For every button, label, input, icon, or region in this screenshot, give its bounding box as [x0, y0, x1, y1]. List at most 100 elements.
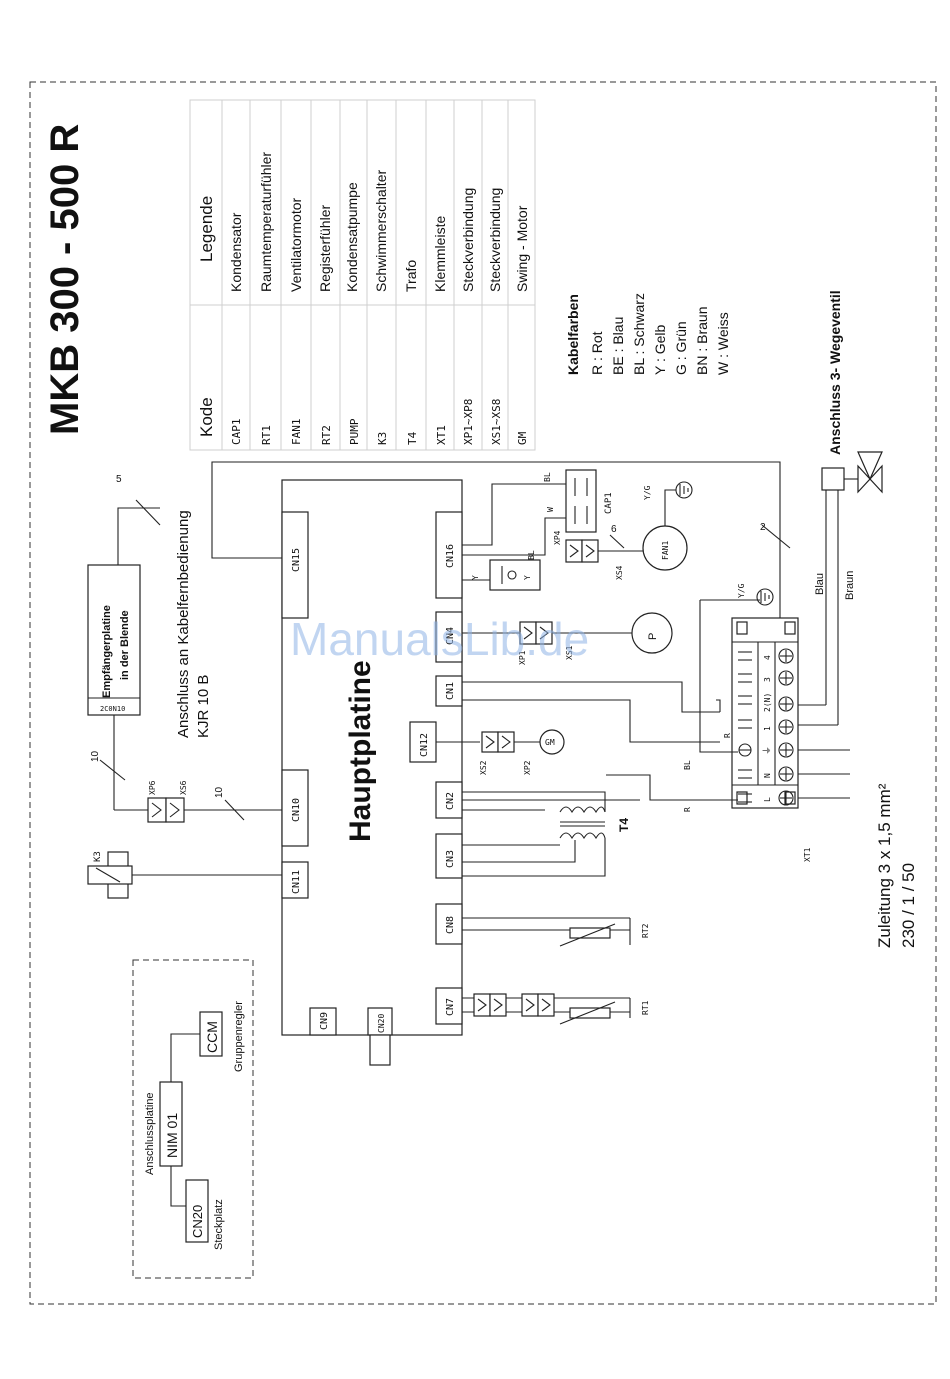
rt1-label: RT1 [641, 1000, 650, 1015]
svg-text:1: 1 [763, 726, 772, 731]
supply-line1: Zuleitung 3 x 1,5 mm² [875, 783, 894, 948]
cable-colors-title: Kabelfarben [565, 294, 581, 375]
legend-code: PUMP [348, 418, 361, 445]
cn20-label: CN20 [190, 1205, 205, 1238]
legend-table: Kode Legende CAP1 Kondensator RT1 Raumte… [189, 99, 536, 451]
legend-code: XT1 [435, 425, 448, 445]
plug-xp6-xs6: XP6 XS6 10 10 [90, 715, 282, 823]
xp4-label: XP4 [553, 530, 562, 545]
legend-label: Kondensatpumpe [344, 182, 360, 292]
swing-motor-section: GM XS2 XP2 [436, 729, 565, 775]
legend-code: RT1 [260, 425, 273, 445]
cable-color-item: BL : Schwarz [631, 293, 647, 375]
valve-label: Anschluss 3- Wegeventil [827, 290, 843, 455]
cable-color-item: BE : Blau [610, 317, 626, 375]
legend-label: Klemmleiste [432, 216, 448, 292]
wire-number: 2 [760, 522, 766, 533]
svg-text:4: 4 [763, 655, 772, 660]
outer-frame [29, 81, 937, 1305]
ground-icon [675, 481, 693, 499]
xp6-label: XP6 [148, 780, 157, 795]
ccm-label: CCM [204, 1021, 220, 1053]
ccm-title: Gruppenregler [233, 1001, 245, 1072]
wire-label-blau: Blau [814, 573, 826, 595]
terminal-row: 1 [738, 719, 794, 735]
connector-cn15 [281, 511, 309, 619]
wire-number: 10 [214, 786, 225, 798]
legend-code: T4 [406, 431, 419, 445]
connector-label: CN11 [291, 870, 302, 894]
gm-motor [539, 729, 565, 755]
wire-label: BL [543, 472, 552, 482]
xs2-label: XS2 [479, 760, 488, 775]
gm-label: GM [545, 738, 555, 747]
wire-label: Y [523, 575, 532, 580]
sensor-rt1: RT1 [462, 993, 650, 1025]
terminal-row: 4 [738, 648, 794, 664]
terminal-row: 2(N) [738, 693, 794, 712]
terminal-row: N [738, 766, 794, 782]
float-switch-k3: K3 [87, 851, 282, 899]
connector-label: CN3 [445, 850, 456, 868]
connector-cn3 [435, 833, 463, 879]
terminal-row: ⏚ [738, 742, 794, 758]
xs1-label: XS1 [565, 645, 574, 660]
connector-cn11 [281, 861, 309, 899]
legend-label: Swing - Motor [514, 205, 530, 292]
legend-label: Steckverbindung [460, 188, 476, 292]
xs6-label: XS6 [179, 780, 188, 795]
connector-label: CN15 [291, 548, 302, 572]
legend-code: CAP1 [230, 419, 243, 446]
legend-code: FAN1 [290, 419, 303, 446]
connector-cn7 [435, 987, 463, 1025]
yg-label: Y/G [643, 485, 652, 500]
legend-label: Trafo [403, 260, 419, 292]
connector-label: CN4 [445, 627, 456, 645]
ground-icon [756, 588, 774, 606]
legend-label: Ventilatormotor [288, 198, 304, 292]
connector-label: CN7 [445, 998, 456, 1016]
cable-color-item: Y : Gelb [652, 324, 668, 375]
nim-label: NIM 01 [164, 1113, 180, 1158]
wire-label: BL [683, 760, 692, 770]
legend-label: Registerfühler [317, 205, 333, 292]
pump-label: P [647, 633, 659, 640]
legend-label: Schwimmerschalter [373, 170, 389, 292]
connector-cn2 [435, 781, 463, 819]
connector-label: CN10 [291, 798, 302, 822]
connector-cn10 [281, 769, 309, 847]
wire-number: 10 [90, 750, 101, 762]
wire-label: W [546, 507, 555, 512]
connector-cn4 [435, 611, 463, 663]
cap1-label: CAP1 [604, 492, 614, 514]
wire-label: BL [527, 550, 536, 560]
legend-label: Steckverbindung [487, 188, 503, 292]
terminal-block-xt1: 4 3 2(N) 1 ⏚ N L [462, 583, 850, 862]
cable-colors: Kabelfarben R : Rot BE : Blau BL : Schwa… [565, 293, 731, 375]
receiver-board: Empfängerplatine in der Blende 2C0N10 5 [87, 474, 161, 716]
sensor-rt2: RT2 [462, 917, 650, 947]
wire-label: R [723, 733, 732, 738]
svg-text:N: N [763, 773, 772, 778]
wire-label: R [683, 807, 692, 812]
legend-code: XS1~XS8 [490, 399, 503, 445]
connector-label: CN12 [419, 733, 430, 757]
wire-number: 6 [611, 524, 617, 535]
remote-line2: KJR 10 B [195, 675, 212, 738]
remote-line1: Anschluss an Kabelfernbedienung [175, 510, 192, 738]
connector-cn8 [435, 903, 463, 945]
three-way-valve: Anschluss 3- Wegeventil Blau Braun [795, 290, 883, 726]
xt1-label: XT1 [803, 847, 812, 862]
legend-code: K3 [376, 432, 389, 445]
svg-text:2(N): 2(N) [763, 693, 772, 712]
connector-label: CN9 [319, 1012, 330, 1030]
receiver-line1: Empfängerplatine [101, 605, 113, 698]
transformer-t4: T4 [462, 791, 631, 877]
legend-code: XP1~XP8 [462, 399, 475, 445]
yg-label: Y/G [737, 583, 746, 598]
receiver-line2: in der Blende [119, 610, 131, 680]
fan1-label: FAN1 [661, 541, 670, 560]
connector-cn20 [367, 1007, 393, 1036]
connector-label: CN20 [377, 1014, 386, 1033]
